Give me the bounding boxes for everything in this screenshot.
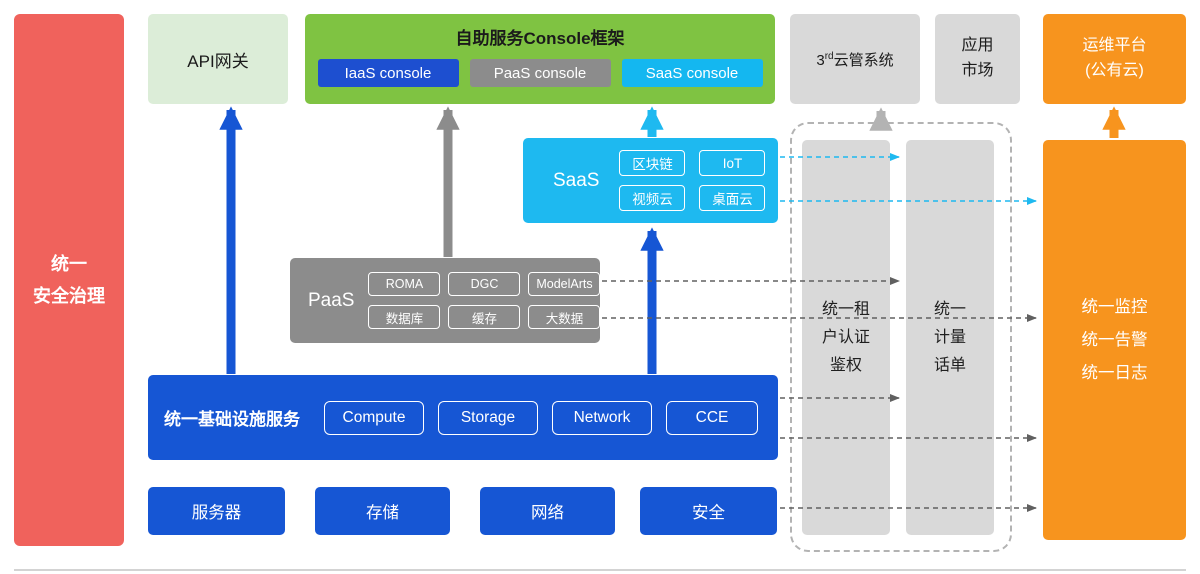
hardware-security-box: 安全 — [640, 487, 777, 535]
security-governance-panel: 统一 安全治理 — [14, 14, 124, 546]
paas-item-grid: ROMA DGC ModelArts 数据库 缓存 大数据 — [368, 272, 601, 329]
paas-item-cache: 缓存 — [448, 305, 521, 329]
infra-item-network: Network — [552, 400, 652, 435]
saas-item-iot: IoT — [699, 150, 766, 176]
console-framework-box: 自助服务Console框架 IaaS console PaaS console … — [305, 14, 775, 104]
paas-label: PaaS — [308, 289, 355, 311]
infrastructure-box: 统一基础设施服务 Compute Storage Network CCE — [148, 375, 778, 460]
hardware-network-box: 网络 — [480, 487, 615, 535]
paas-item-dgc: DGC — [448, 272, 521, 296]
hardware-server-box: 服务器 — [148, 487, 285, 535]
console-chip-row: IaaS console PaaS console SaaS console — [317, 59, 763, 87]
paas-item-bigdata: 大数据 — [528, 305, 601, 329]
saas-label: SaaS — [553, 169, 600, 191]
metering-label: 统一 计量 话单 — [933, 300, 966, 374]
api-gateway-label: API网关 — [187, 51, 249, 71]
monitoring-label: 统一监控 统一告警 统一日志 — [1081, 297, 1148, 382]
infrastructure-label: 统一基础设施服务 — [164, 410, 300, 429]
paas-item-roma: ROMA — [368, 272, 441, 296]
app-market-label: 应用 市场 — [961, 37, 994, 79]
metering-box: 统一 计量 话单 — [906, 140, 994, 535]
console-framework-title: 自助服务Console框架 — [455, 29, 625, 48]
ops-platform-label: 运维平台 (公有云) — [1082, 37, 1147, 79]
tenant-auth-box: 统一租 户认证 鉴权 — [802, 140, 890, 535]
saas-box: SaaS 区块链 IoT 视频云 桌面云 — [523, 138, 778, 223]
infrastructure-item-row: Compute Storage Network CCE — [324, 400, 758, 435]
api-gateway-box: API网关 — [148, 14, 288, 104]
third-party-cloud-label: 3rd云管系统 — [816, 50, 894, 69]
saas-item-desktop-cloud: 桌面云 — [699, 185, 766, 211]
iaas-console-chip: IaaS console — [317, 59, 459, 87]
paas-item-modelarts: ModelArts — [528, 272, 601, 296]
hardware-storage-box: 存储 — [315, 487, 450, 535]
security-governance-label: 统一 安全治理 — [33, 253, 105, 306]
shared-services-dashed-container — [790, 122, 1012, 552]
paas-console-chip: PaaS console — [469, 59, 611, 87]
infra-item-cce: CCE — [666, 400, 758, 435]
saas-item-grid: 区块链 IoT 视频云 桌面云 — [619, 150, 766, 211]
infra-item-compute: Compute — [324, 400, 424, 435]
app-market-box: 应用 市场 — [935, 14, 1020, 104]
saas-item-video-cloud: 视频云 — [619, 185, 686, 211]
ops-platform-box: 运维平台 (公有云) — [1043, 14, 1186, 104]
saas-item-blockchain: 区块链 — [619, 150, 686, 176]
monitoring-box: 统一监控 统一告警 统一日志 — [1043, 140, 1186, 540]
paas-item-database: 数据库 — [368, 305, 441, 329]
infra-item-storage: Storage — [438, 400, 538, 435]
third-party-cloud-box: 3rd云管系统 — [790, 14, 920, 104]
paas-box: PaaS ROMA DGC ModelArts 数据库 缓存 大数据 — [290, 258, 601, 343]
bottom-divider — [14, 569, 1186, 571]
saas-console-chip: SaaS console — [621, 59, 763, 87]
tenant-auth-label: 统一租 户认证 鉴权 — [821, 300, 870, 374]
